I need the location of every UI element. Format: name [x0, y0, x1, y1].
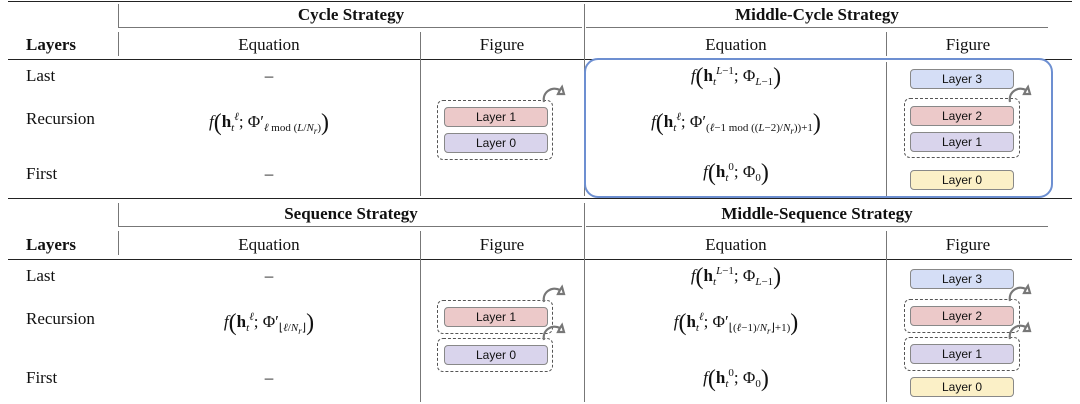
layers-header: Layers [26, 35, 77, 54]
row-label-recursion: Recursion [26, 109, 95, 128]
col-separator [886, 62, 887, 196]
recursion-block-dashed [904, 98, 1020, 158]
equation-middle-cycle-first: f(ht0; Φ0) [703, 160, 769, 186]
equation-cycle-last: – [264, 66, 274, 85]
equation-sequence-recursion: f(htℓ; Φ′⌊ℓ/Nr⌋) [223, 310, 315, 337]
col-separator [420, 231, 421, 402]
group-underline-cycle [118, 27, 582, 28]
layer-2-box: Layer 2 [910, 306, 1014, 326]
col-separator [420, 32, 421, 196]
layer-0-box: Layer 0 [910, 170, 1014, 190]
row-label-last: Last [26, 266, 56, 285]
col-separator [118, 203, 119, 227]
layer-1-box: Layer 1 [910, 132, 1014, 152]
col-header-equation: Equation [705, 35, 767, 54]
row-label-last: Last [26, 66, 56, 85]
layer-1-box: Layer 1 [444, 107, 548, 127]
header-rule [8, 59, 1072, 60]
row-label-first: First [26, 368, 58, 387]
layer-3-box: Layer 3 [910, 69, 1014, 89]
group-title-middle-cycle: Middle-Cycle Strategy [735, 5, 899, 24]
col-separator [584, 203, 585, 402]
col-separator [886, 231, 887, 402]
loop-arrow-icon [542, 284, 566, 303]
layer-0-box: Layer 0 [444, 133, 548, 153]
header-rule [8, 259, 1072, 260]
col-header-equation: Equation [238, 235, 300, 254]
equation-cycle-recursion: f(htℓ; Φ′ℓ mod (L/Nr)) [208, 110, 330, 137]
loop-arrow-icon [1008, 321, 1032, 340]
equation-middle-sequence-last: f(htL−1; ΦL−1) [690, 264, 782, 290]
layer-1-box: Layer 1 [910, 344, 1014, 364]
recursion-block-dashed [437, 338, 553, 372]
equation-cycle-first: – [264, 164, 274, 183]
col-header-equation: Equation [238, 35, 300, 54]
layer-3-box: Layer 3 [910, 269, 1014, 289]
equation-middle-cycle-last: f(htL−1; ΦL−1) [690, 64, 782, 90]
group-title-middle-sequence: Middle-Sequence Strategy [721, 204, 913, 223]
loop-arrow-icon [542, 322, 566, 341]
loop-arrow-icon [1008, 283, 1032, 302]
group-underline-middle-sequence [586, 226, 1048, 227]
recursion-block-dashed [437, 100, 553, 160]
loop-arrow-icon [542, 84, 566, 103]
equation-middle-cycle-recursion: f(htℓ; Φ′(ℓ−1 mod ((L−2)/Nr))+1) [651, 110, 821, 137]
group-title-sequence: Sequence Strategy [284, 204, 418, 223]
loop-arrow-icon [1008, 84, 1032, 103]
layer-2-box: Layer 2 [910, 106, 1014, 126]
equation-sequence-last: – [264, 266, 274, 285]
group-underline-middle-cycle [586, 27, 1048, 28]
recursion-block-dashed [904, 337, 1020, 371]
layers-header: Layers [26, 235, 77, 254]
group-underline-sequence [118, 226, 582, 227]
col-separator [118, 231, 119, 255]
recursion-block-dashed [437, 300, 553, 334]
row-label-recursion: Recursion [26, 309, 95, 328]
col-header-figure: Figure [479, 35, 525, 54]
col-header-figure: Figure [945, 35, 991, 54]
layer-0-box: Layer 0 [910, 377, 1014, 397]
col-header-figure: Figure [479, 235, 525, 254]
equation-middle-sequence-recursion: f(htℓ; Φ′⌊(ℓ−1)/Nr⌋+1)) [673, 310, 799, 337]
col-separator [118, 4, 119, 28]
equation-middle-sequence-first: f(ht0; Φ0) [703, 366, 769, 392]
recursion-block-dashed [904, 299, 1020, 333]
group-title-cycle: Cycle Strategy [297, 5, 405, 24]
col-separator [886, 32, 887, 56]
col-separator [118, 32, 119, 56]
table-rule [8, 198, 1072, 199]
equation-sequence-first: – [264, 368, 274, 387]
middle-cycle-highlight [584, 58, 1053, 198]
layer-0-box: Layer 0 [444, 345, 548, 365]
row-label-first: First [26, 164, 58, 183]
col-header-equation: Equation [705, 235, 767, 254]
top-rule [8, 1, 1072, 2]
layer-1-box: Layer 1 [444, 307, 548, 327]
col-header-figure: Figure [945, 235, 991, 254]
